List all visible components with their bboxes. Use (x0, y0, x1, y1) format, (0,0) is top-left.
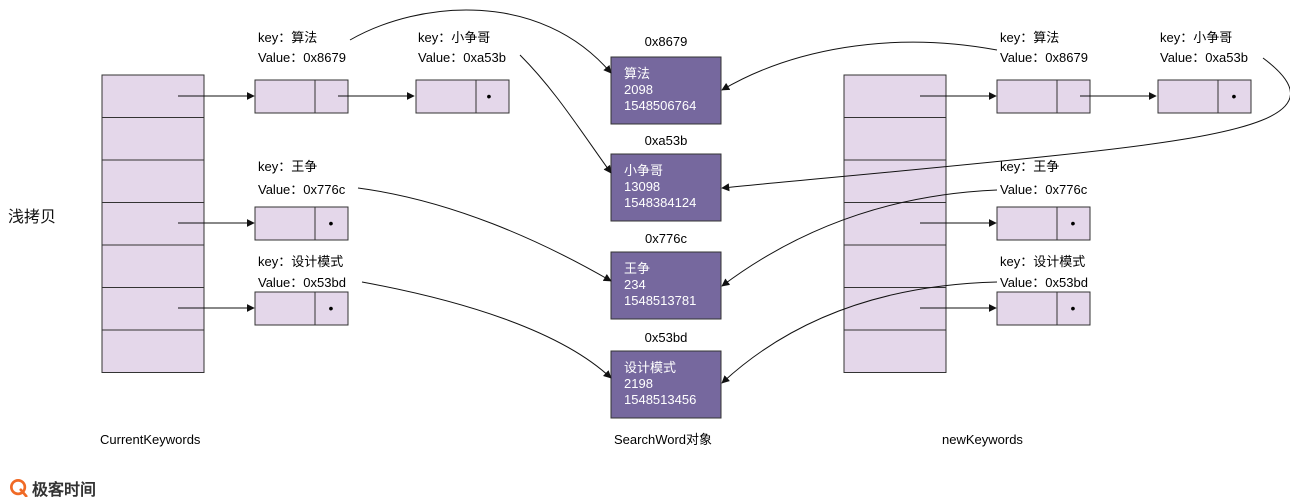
null-dot: • (1071, 215, 1076, 231)
null-dot: • (1232, 88, 1237, 104)
object-line: 1548513781 (624, 293, 696, 308)
null-dot: • (487, 88, 492, 104)
right-hash-table (843, 74, 947, 373)
left-node-xiaozhengge (415, 79, 510, 114)
right-key-label: key：设计模式 (1000, 254, 1085, 269)
left-key-label: key：王争 (258, 159, 317, 174)
object-line: 1548513456 (624, 392, 696, 407)
object-box (610, 251, 722, 320)
side-label: 浅拷贝 (8, 208, 56, 226)
right-value-label: Value：0x776c (1000, 182, 1088, 197)
object-box (610, 153, 722, 222)
object-line: 设计模式 (624, 360, 676, 375)
object-line: 2098 (624, 82, 653, 97)
left-node-shejimoshi (254, 291, 349, 326)
object-line: 2198 (624, 376, 653, 391)
searchword-objects: 0x8679 算法 2098 1548506764 0xa53b 小争哥 130… (610, 34, 722, 419)
ref-arrow-left-wangzheng (357, 187, 612, 282)
right-node-suanfa (996, 79, 1091, 114)
object-line: 王争 (624, 261, 650, 276)
right-node-shejimoshi (996, 291, 1091, 326)
ref-arrow-left-suanfa (349, 9, 612, 74)
left-key-label: key：小争哥 (418, 30, 490, 45)
right-key-label: key：王争 (1000, 159, 1059, 174)
left-value-label: Value：0x53bd (258, 275, 346, 290)
ref-arrow-left-xiaozhengge (519, 54, 612, 174)
object-line: 小争哥 (624, 163, 663, 178)
geek-logo-icon (10, 479, 28, 497)
null-dot: • (329, 300, 334, 316)
right-key-label: key：算法 (1000, 30, 1059, 45)
left-value-label: Value：0xa53b (418, 50, 506, 65)
left-hash-table (101, 74, 205, 373)
object-line: 1548506764 (624, 98, 696, 113)
ref-arrow-left-shejimoshi (361, 281, 612, 379)
object-box (610, 56, 722, 125)
left-node-suanfa (254, 79, 349, 114)
ref-arrow-right-wangzheng (721, 189, 998, 287)
object-address: 0xa53b (645, 133, 688, 148)
left-value-label: Value：0x776c (258, 182, 346, 197)
ref-arrow-right-suanfa (721, 41, 998, 91)
brand-logo: 极客时间 (10, 476, 96, 500)
ref-arrow-right-xiaozhengge (721, 57, 1290, 192)
object-address: 0x53bd (645, 330, 688, 345)
left-value-label: Value：0x8679 (258, 50, 346, 65)
brand-name: 极客时间 (32, 480, 97, 499)
right-value-label: Value：0xa53b (1160, 50, 1248, 65)
left-key-label: key：设计模式 (258, 254, 343, 269)
object-address: 0x8679 (645, 34, 688, 49)
object-line: 13098 (624, 179, 660, 194)
null-dot: • (329, 215, 334, 231)
right-node-wangzheng (996, 206, 1091, 241)
objects-caption: SearchWord对象 (614, 432, 712, 447)
right-key-label: key：小争哥 (1160, 30, 1232, 45)
object-line: 234 (624, 277, 646, 292)
right-table-caption: newKeywords (942, 432, 1023, 447)
right-value-label: Value：0x8679 (1000, 50, 1088, 65)
object-line: 1548384124 (624, 195, 696, 210)
null-dot: • (1071, 300, 1076, 316)
object-address: 0x776c (645, 231, 687, 246)
left-node-wangzheng (254, 206, 349, 241)
left-table-caption: CurrentKeywords (100, 432, 201, 447)
left-key-label: key：算法 (258, 30, 317, 45)
object-line: 算法 (624, 66, 650, 81)
right-value-label: Value：0x53bd (1000, 275, 1088, 290)
object-box (610, 350, 722, 419)
ref-arrow-right-shejimoshi (721, 281, 998, 384)
right-node-xiaozhengge (1157, 79, 1252, 114)
